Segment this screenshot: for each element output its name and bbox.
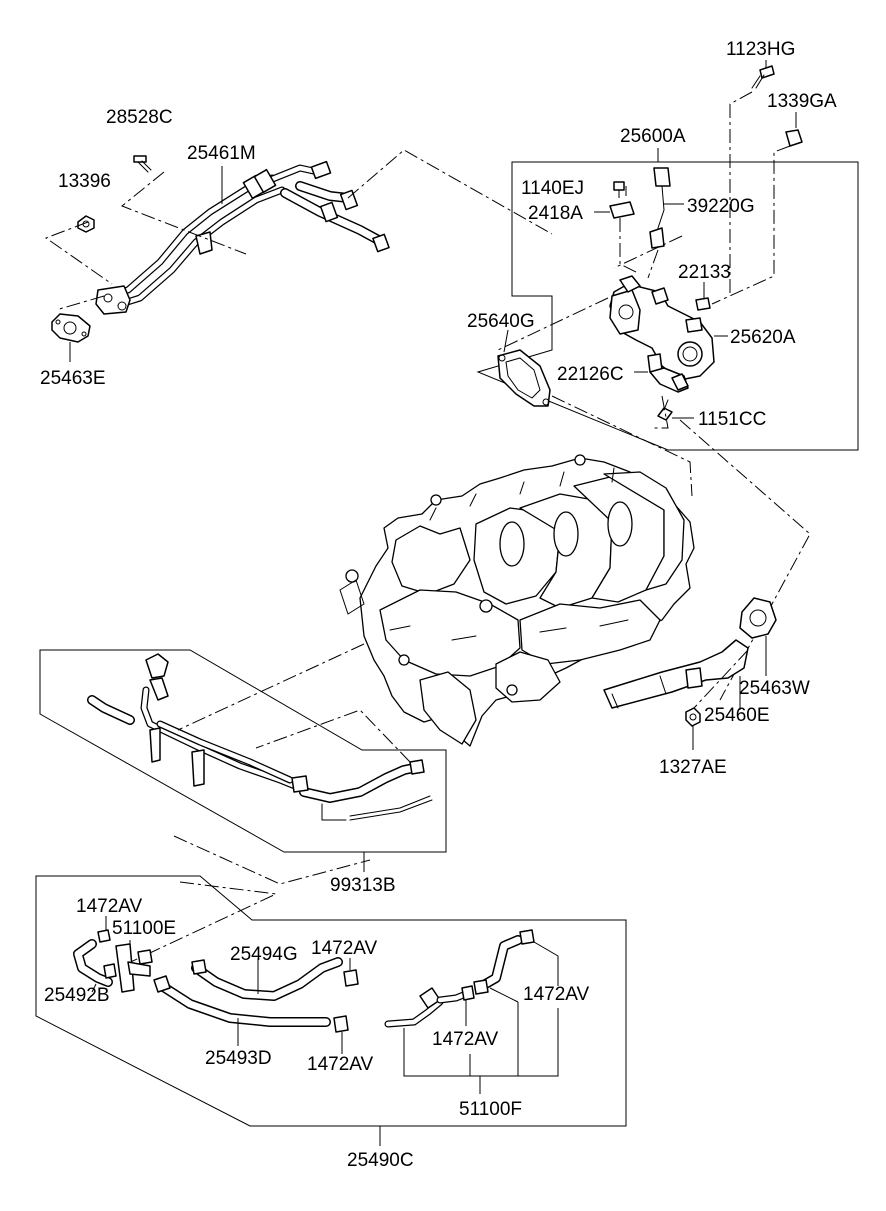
pin-1339GA bbox=[785, 129, 803, 147]
label-25493D: 25493D bbox=[205, 1048, 272, 1069]
gasket-25463E bbox=[51, 313, 91, 343]
label-25640G: 25640G bbox=[467, 311, 535, 332]
label-1472AV-center: 1472AV bbox=[432, 1029, 499, 1050]
plug-22133 bbox=[695, 297, 711, 311]
label-25490C: 25490C bbox=[347, 1150, 414, 1171]
label-22133: 22133 bbox=[678, 262, 731, 283]
label-51100E: 51100E bbox=[112, 918, 176, 939]
nut-13396 bbox=[77, 215, 95, 233]
label-39220G: 39220G bbox=[687, 196, 755, 217]
label-1151CC: 1151CC bbox=[698, 409, 766, 430]
label-25492B: 25492B bbox=[44, 985, 110, 1006]
label-1339GA: 1339GA bbox=[767, 91, 837, 112]
label-1327AE: 1327AE bbox=[659, 757, 727, 778]
label-28528C: 28528C bbox=[106, 107, 173, 128]
bracket-2418A bbox=[609, 201, 635, 219]
label-1472AV-lower: 1472AV bbox=[307, 1054, 374, 1075]
label-1472AV-top-left: 1472AV bbox=[76, 896, 143, 917]
label-99313B: 99313B bbox=[330, 875, 396, 896]
hose-kit-box-99313B bbox=[39, 649, 447, 853]
gasket-25463W bbox=[739, 597, 777, 639]
gasket-25640G bbox=[497, 349, 551, 407]
nut-1327AE bbox=[685, 707, 701, 727]
label-25600A: 25600A bbox=[620, 126, 686, 147]
label-22126C: 22126C bbox=[557, 364, 624, 385]
bolt-1123HG bbox=[751, 65, 775, 89]
label-51100F: 51100F bbox=[459, 1099, 522, 1120]
label-2418A: 2418A bbox=[528, 203, 583, 224]
engine-intake-manifold bbox=[339, 454, 695, 747]
bolt-1151CC bbox=[657, 399, 673, 421]
label-1472AV-mid: 1472AV bbox=[311, 938, 378, 959]
label-25463E: 25463E bbox=[40, 368, 106, 389]
label-25620A: 25620A bbox=[730, 327, 796, 348]
bolt-28528C bbox=[133, 155, 152, 173]
label-1140EJ: 1140EJ bbox=[521, 178, 584, 199]
thermostat-housing-box bbox=[476, 161, 859, 451]
label-25461M: 25461M bbox=[187, 143, 256, 164]
hose-kit-box-25490C bbox=[35, 875, 627, 1127]
hose-kit-25490C-parts bbox=[73, 929, 535, 1033]
pipe-25460E bbox=[603, 639, 749, 709]
label-1123HG: 1123HG bbox=[726, 39, 795, 60]
label-25460E: 25460E bbox=[704, 705, 770, 726]
label-13396: 13396 bbox=[58, 171, 111, 192]
hose-kit-99313B-parts bbox=[87, 653, 433, 821]
screw-1140EJ bbox=[613, 181, 625, 198]
sensor-39220G bbox=[649, 167, 671, 249]
water-pipe-25461M bbox=[95, 160, 390, 315]
label-25463W: 25463W bbox=[739, 678, 810, 699]
thermostat-housing-25620A bbox=[609, 275, 715, 381]
label-25494G: 25494G bbox=[230, 944, 298, 965]
label-1472AV-right: 1472AV bbox=[523, 984, 590, 1005]
fitting-22126C bbox=[647, 353, 689, 393]
